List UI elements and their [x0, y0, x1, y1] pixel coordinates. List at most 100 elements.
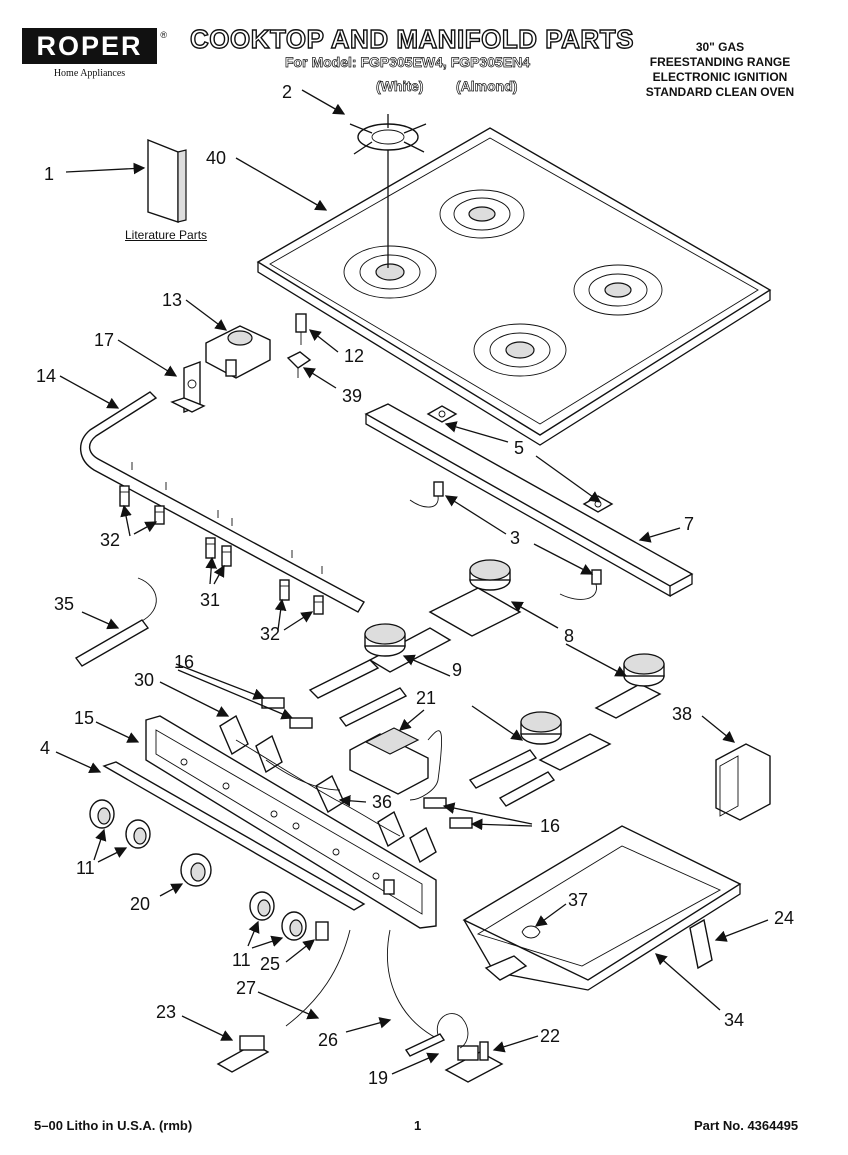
burner-support-rail [364, 403, 694, 598]
burner-opening [573, 264, 663, 316]
spark-electrode [559, 569, 602, 600]
control-knob [249, 891, 275, 921]
footer-page-number: 1 [414, 1118, 422, 1133]
callout-number: 35 [54, 594, 74, 614]
orifice-spud [261, 697, 285, 709]
burner-opening [439, 189, 525, 239]
callout-number: 25 [260, 954, 280, 974]
screw [221, 545, 232, 567]
callout-number: 16 [174, 652, 194, 672]
callout-number: 30 [134, 670, 154, 690]
control-knob [89, 799, 115, 829]
orifice-spud [289, 717, 313, 729]
ignition-relay [715, 743, 771, 821]
callout-number: 36 [372, 792, 392, 812]
callout-number: 27 [236, 978, 256, 998]
spark-electrode [409, 481, 444, 508]
orifice-spud [449, 817, 473, 829]
spark-module [349, 727, 443, 801]
callout-number: 38 [672, 704, 692, 724]
pressure-regulator [437, 1013, 504, 1083]
spark-switch [409, 826, 437, 864]
callout-number: 26 [318, 1030, 338, 1050]
callout-number: 39 [342, 386, 362, 406]
callout-number: 16 [540, 816, 560, 836]
surface-burner [428, 559, 522, 637]
spark-switch [315, 774, 345, 814]
callout-number: 19 [368, 1068, 388, 1088]
callout-number: 11 [232, 950, 251, 970]
callout-number: 32 [260, 624, 280, 644]
callout-leaders [55, 89, 769, 1075]
orifice-fitting [295, 313, 307, 345]
callout-number: 22 [540, 1026, 560, 1046]
callout-number: 24 [774, 908, 794, 928]
callout-number: 14 [36, 366, 56, 386]
control-knob [281, 911, 307, 941]
callout-number: 34 [724, 1010, 744, 1030]
callout-number: 40 [206, 148, 226, 168]
callout-number: 9 [452, 660, 462, 680]
variant-almond: (Almond) [456, 78, 518, 95]
callout-number: 15 [74, 708, 94, 728]
literature-parts-label: Literature Parts [125, 228, 208, 242]
screw [313, 595, 324, 615]
callout-number: 23 [156, 1002, 176, 1022]
spark-switch [255, 734, 283, 774]
surface-burner [594, 653, 665, 719]
capillary-tube [285, 929, 351, 1027]
brand-logo: ROPER ® Home Appliances [22, 28, 167, 79]
orifice-spud [423, 797, 447, 809]
thermostat-bracket [216, 1035, 270, 1073]
callout-number: 12 [344, 346, 364, 366]
gas-supply-tube [387, 929, 441, 1041]
callout-number: 3 [510, 528, 520, 548]
rocker-switch [315, 921, 329, 941]
callout-number: 1 [44, 164, 54, 184]
screw [154, 505, 165, 525]
callout-number: 31 [200, 590, 220, 610]
electrode-lead [74, 577, 157, 667]
spark-wire-harness [235, 739, 401, 837]
surface-burner [520, 711, 612, 771]
literature-booklet [147, 138, 187, 223]
burner-opening [343, 245, 437, 299]
control-panel [145, 715, 437, 929]
burner-bracket [582, 495, 614, 513]
footer-litho: 5–00 Litho in U.S.A. (rmb) [34, 1118, 193, 1133]
callout-number: 8 [564, 626, 574, 646]
control-knob [125, 819, 151, 849]
oven-burner-orifice [689, 918, 713, 970]
page-title: COOKTOP AND MANIFOLD PARTS [189, 23, 634, 54]
spec-block: 30" GAS FREESTANDING RANGE ELECTRONIC IG… [630, 40, 810, 100]
callout-number: 11 [76, 858, 95, 878]
burner-opening [473, 323, 567, 377]
spec-line: 30" GAS [695, 40, 745, 54]
cooktop [256, 127, 772, 446]
spec-line: STANDARD CLEAN OVEN [645, 85, 795, 99]
brand-name: ROPER [22, 28, 157, 64]
burner-grate [349, 114, 427, 268]
callout-number: 13 [162, 290, 182, 310]
brand-subtitle: Home Appliances [53, 68, 126, 79]
burner-tube [308, 659, 556, 807]
orifice-clip [286, 351, 312, 378]
callout-number: 17 [94, 330, 114, 350]
callout-number: 7 [684, 514, 694, 534]
manifold-bracket [170, 360, 206, 414]
spark-switch [377, 810, 405, 848]
regulator-orifice [404, 1033, 446, 1057]
callout-number: 37 [568, 890, 588, 910]
callout-number: 2 [282, 82, 292, 102]
model-line: For Model: FGP305EW4, FGP305EN4 [285, 54, 531, 71]
screw [279, 579, 290, 601]
screw [119, 485, 130, 507]
trademark-symbol: ® [160, 30, 167, 40]
burner-bracket [426, 405, 458, 423]
control-panel-strip [102, 761, 366, 911]
spec-line: ELECTRONIC IGNITION [652, 70, 788, 84]
callout-number: 21 [416, 688, 436, 708]
screw [205, 537, 216, 559]
burner-box-clip [521, 925, 541, 939]
